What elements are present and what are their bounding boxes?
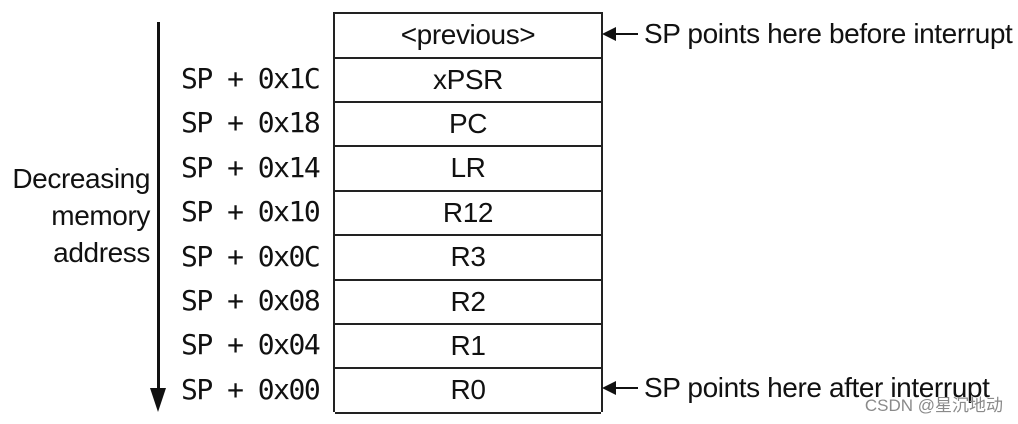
arrow-head [150,388,166,412]
pointer-arrow-after [602,381,638,395]
offset-10: SP + 0x10 [181,195,321,229]
offset-00: SP + 0x00 [181,372,321,406]
stack-table: <previous> xPSR PC LR R12 R3 R2 R1 R0 [333,12,603,414]
stack-cell-r12: R12 [335,192,601,237]
watermark-text: CSDN @星沉地动 [864,396,1003,415]
offset-08: SP + 0x08 [181,283,321,317]
left-label-line-2: memory [51,200,150,231]
stack-cell-lr: LR [335,147,601,192]
offset-14: SP + 0x14 [181,150,321,184]
offset-18: SP + 0x18 [181,106,321,140]
stack-cell-r1: R1 [335,325,601,370]
sp-before-pointer: SP points here before interrupt [602,14,1013,54]
stack-cell-previous: <previous> [335,14,601,59]
decreasing-address-arrow [149,22,169,414]
left-label-line-3: address [53,237,150,268]
sp-before-label: SP points here before interrupt [644,18,1013,49]
stack-cell-pc: PC [335,103,601,148]
sp-after-label: SP points here after interrupt [644,372,990,403]
pointer-arrow-before [602,27,638,41]
offset-labels: SP + 0x1C SP + 0x18 SP + 0x14 SP + 0x10 … [181,57,331,412]
arrow-shaft [157,22,160,392]
stack-cell-r2: R2 [335,281,601,325]
sp-after-pointer: SP points here after interrupt [602,368,990,408]
offset-1c: SP + 0x1C [181,62,321,95]
left-label-line-1: Decreasing [12,163,150,194]
stack-cell-r0: R0 [335,369,601,414]
offset-04: SP + 0x04 [181,328,321,362]
stack-cell-xpsr: xPSR [335,59,601,103]
offset-0c: SP + 0x0C [181,239,321,273]
xpsr-label: xPSR [433,63,503,95]
decreasing-memory-address-label: Decreasing memory address [8,160,150,271]
stack-cell-r3: R3 [335,236,601,281]
